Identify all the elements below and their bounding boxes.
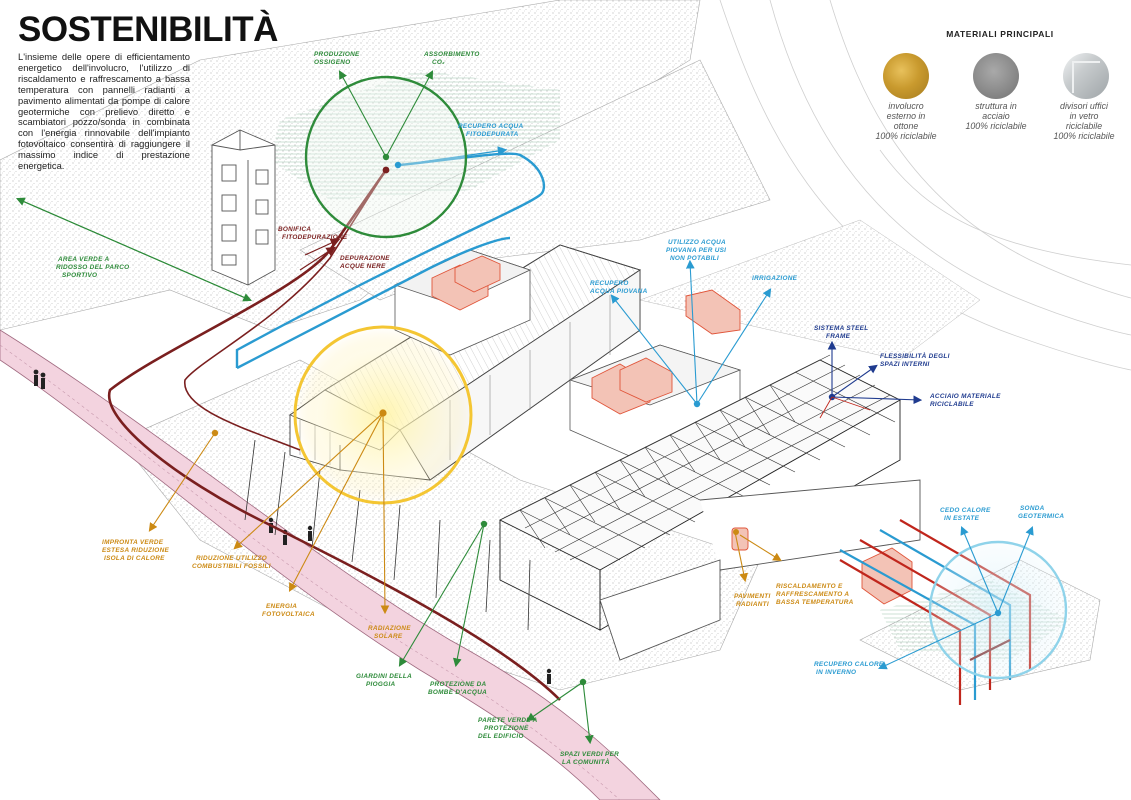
- brass-swatch: [883, 53, 929, 99]
- glass-swatch: [1063, 53, 1109, 99]
- label-irrigazione: IRRIGAZIONE: [752, 275, 798, 282]
- material-caption-steel: struttura in acciaio 100% riciclabile: [965, 101, 1027, 131]
- pilotis: [244, 439, 531, 631]
- steel-swatch: [973, 53, 1019, 99]
- phyto-pond: [270, 70, 560, 200]
- water-recovery-pipe: [236, 236, 511, 370]
- intro-paragraph: L'insieme delle opere di efficientamento…: [18, 51, 190, 172]
- ground-upper-strip: [299, 59, 771, 301]
- materials-title: MATERIALI PRINCIPALI: [946, 29, 1054, 39]
- tower: [211, 129, 276, 286]
- page-title: SOSTENIBILITÀ: [18, 10, 278, 49]
- ground-lower-right: [639, 219, 981, 361]
- sewage-pipe: [107, 169, 561, 701]
- material-caption-glass: divisori uffici in vetro riciclabile 100…: [1053, 101, 1115, 141]
- material-caption-brass: involucro esterno in ottone 100% ricicla…: [875, 101, 937, 141]
- steel-frame-hall: [498, 354, 921, 661]
